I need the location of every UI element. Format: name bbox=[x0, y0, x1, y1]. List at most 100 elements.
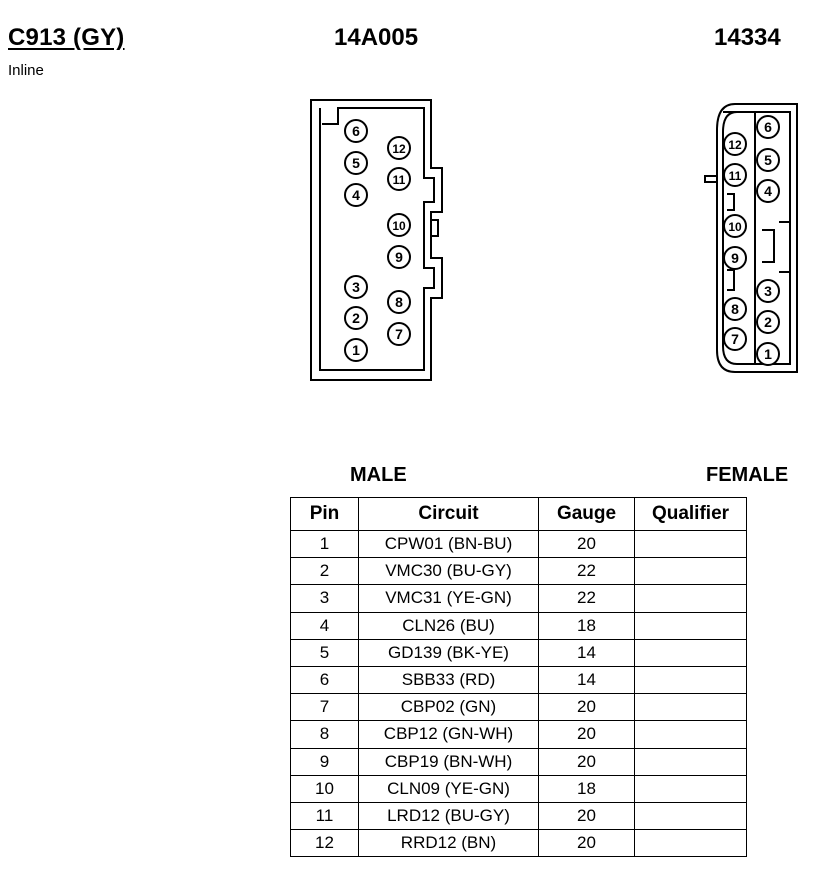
cell-pin: 7 bbox=[290, 693, 359, 722]
male-pin-label: 3 bbox=[352, 279, 360, 295]
cell-circuit: VMC31 (YE-GN) bbox=[358, 584, 539, 613]
cell-circuit: CBP02 (GN) bbox=[358, 693, 539, 722]
cell-circuit: GD139 (BK-YE) bbox=[358, 638, 539, 667]
female-pin-3: 3 bbox=[756, 279, 780, 303]
female-pin-label: 9 bbox=[731, 250, 739, 266]
cell-pin: 11 bbox=[290, 801, 359, 831]
female-pin-5: 5 bbox=[756, 148, 780, 172]
cell-gauge: 14 bbox=[538, 665, 635, 695]
female-pin-2: 2 bbox=[756, 310, 780, 334]
male-pin-5: 5 bbox=[344, 151, 368, 175]
header-circuit: Circuit bbox=[358, 497, 539, 531]
male-pin-label: 11 bbox=[393, 173, 406, 187]
cell-circuit: CLN09 (YE-GN) bbox=[358, 774, 539, 803]
cell-gauge: 20 bbox=[538, 529, 635, 559]
female-pin-7: 7 bbox=[723, 327, 747, 351]
male-pin-label: 8 bbox=[395, 294, 403, 310]
male-pin-label: 4 bbox=[352, 187, 360, 203]
header-pin: Pin bbox=[290, 497, 359, 531]
cell-circuit: CBP12 (GN-WH) bbox=[358, 720, 539, 749]
cell-gauge: 20 bbox=[538, 747, 635, 776]
female-pin-label: 12 bbox=[728, 138, 742, 152]
header-qualifier: Qualifier bbox=[634, 497, 747, 531]
male-pin-11: 11 bbox=[387, 167, 411, 191]
female-pin-label: 1 bbox=[764, 346, 772, 362]
cell-circuit: LRD12 (BU-GY) bbox=[358, 801, 539, 831]
cell-pin: 8 bbox=[290, 720, 359, 749]
cell-qualifier bbox=[634, 584, 747, 613]
cell-pin: 2 bbox=[290, 557, 359, 586]
cell-circuit: CBP19 (BN-WH) bbox=[358, 747, 539, 776]
part-number-female: 14334 bbox=[714, 24, 781, 51]
part-number-male: 14A005 bbox=[334, 24, 419, 51]
female-pin-10: 10 bbox=[723, 214, 747, 238]
cell-gauge: 22 bbox=[538, 584, 635, 613]
male-pin-8: 8 bbox=[387, 290, 411, 314]
male-pin-9: 9 bbox=[387, 245, 411, 269]
table-header-row: Pin Circuit Gauge Qualifier bbox=[290, 497, 747, 531]
cell-pin: 9 bbox=[290, 747, 359, 776]
cell-qualifier bbox=[634, 801, 747, 831]
cell-qualifier bbox=[634, 665, 747, 695]
female-pin-6: 6 bbox=[756, 115, 780, 139]
male-connector-body bbox=[310, 99, 443, 381]
male-pin-3: 3 bbox=[344, 275, 368, 299]
female-pin-1: 1 bbox=[756, 342, 780, 366]
male-pin-2: 2 bbox=[344, 306, 368, 330]
male-pin-label: 12 bbox=[392, 142, 406, 156]
cell-qualifier bbox=[634, 829, 747, 858]
cell-qualifier bbox=[634, 693, 747, 722]
female-pin-label: 6 bbox=[764, 119, 772, 135]
female-pin-label: 4 bbox=[764, 183, 772, 199]
female-connector-body bbox=[704, 103, 798, 373]
cell-gauge: 20 bbox=[538, 720, 635, 749]
cell-gauge: 18 bbox=[538, 774, 635, 803]
cell-qualifier bbox=[634, 774, 747, 803]
male-pin-4: 4 bbox=[344, 183, 368, 207]
female-pin-8: 8 bbox=[723, 297, 747, 321]
connector-type: Inline bbox=[8, 62, 44, 79]
cell-qualifier bbox=[634, 611, 747, 640]
cell-pin: 4 bbox=[290, 611, 359, 640]
female-pin-label: 5 bbox=[764, 152, 772, 168]
male-pin-label: 5 bbox=[352, 155, 360, 171]
male-pin-1: 1 bbox=[344, 338, 368, 362]
male-pin-label: 6 bbox=[352, 123, 360, 139]
cell-pin: 10 bbox=[290, 774, 359, 803]
cell-gauge: 20 bbox=[538, 693, 635, 722]
cell-qualifier bbox=[634, 720, 747, 749]
cell-qualifier bbox=[634, 557, 747, 586]
cell-qualifier bbox=[634, 747, 747, 776]
cell-gauge: 14 bbox=[538, 638, 635, 667]
female-pin-11: 11 bbox=[723, 163, 747, 187]
cell-qualifier bbox=[634, 529, 747, 559]
female-pin-label: 11 bbox=[729, 169, 742, 183]
female-pin-4: 4 bbox=[756, 179, 780, 203]
cell-circuit: RRD12 (BN) bbox=[358, 829, 539, 858]
female-pin-label: 8 bbox=[731, 301, 739, 317]
connector-id: C913 (GY) bbox=[8, 24, 125, 51]
male-pin-label: 10 bbox=[392, 219, 406, 233]
male-pin-6: 6 bbox=[344, 119, 368, 143]
male-pin-10: 10 bbox=[387, 213, 411, 237]
cell-pin: 12 bbox=[290, 829, 359, 858]
female-view-label: FEMALE bbox=[706, 464, 789, 486]
male-pin-label: 1 bbox=[352, 342, 360, 358]
cell-pin: 6 bbox=[290, 665, 359, 695]
cell-gauge: 18 bbox=[538, 611, 635, 640]
male-pin-label: 2 bbox=[352, 310, 360, 326]
male-pin-label: 9 bbox=[395, 249, 403, 265]
female-pin-label: 10 bbox=[728, 220, 742, 234]
male-pin-label: 7 bbox=[395, 326, 403, 342]
male-view-label: MALE bbox=[350, 464, 407, 486]
